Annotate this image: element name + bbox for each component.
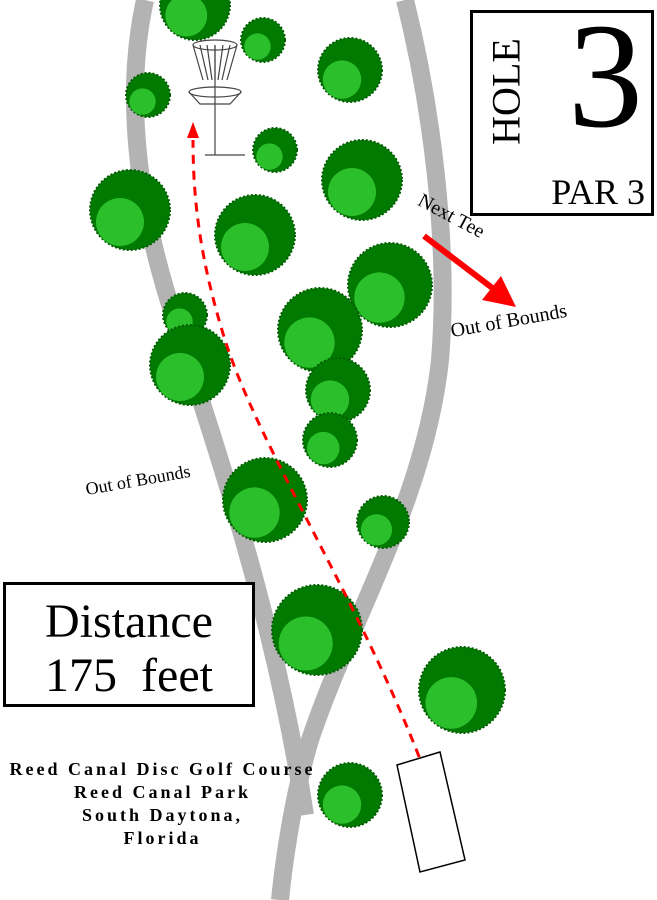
next-tee-arrow bbox=[422, 233, 497, 293]
distance-title: Distance bbox=[45, 595, 213, 648]
tree-icon bbox=[418, 646, 506, 734]
tree-icon bbox=[149, 324, 231, 406]
tree-icon bbox=[356, 495, 410, 549]
tree-icon bbox=[240, 17, 286, 63]
tree-icon bbox=[317, 762, 383, 828]
tree-icon bbox=[347, 242, 433, 328]
distance-value: 175 feet bbox=[45, 649, 213, 702]
tree-icon bbox=[305, 357, 371, 423]
course-name: Reed Canal Disc Golf Course bbox=[9, 759, 316, 779]
city: South Daytona, bbox=[81, 805, 244, 825]
hole-number: 3 bbox=[568, 0, 643, 159]
tree-icon bbox=[277, 287, 363, 373]
hole-info-box: HOLE 3 PAR 3 bbox=[470, 1, 654, 216]
next-tee-arrowhead bbox=[482, 276, 516, 307]
par-label: PAR 3 bbox=[551, 172, 645, 212]
tree-icon bbox=[222, 457, 308, 543]
flight-arrowhead bbox=[187, 122, 199, 138]
tree-icon bbox=[214, 194, 296, 276]
flight-path bbox=[191, 139, 427, 773]
tree-icon bbox=[302, 412, 358, 468]
distance-box: Distance 175 feet bbox=[3, 582, 255, 707]
right-boundary bbox=[271, 0, 452, 900]
tree-icon bbox=[89, 169, 171, 251]
tree-icon bbox=[271, 584, 363, 676]
state: Florida bbox=[123, 828, 202, 848]
tree-icon bbox=[317, 37, 383, 103]
tree-icon bbox=[159, 0, 231, 41]
tree-icon bbox=[252, 127, 298, 173]
tree-icon bbox=[125, 72, 171, 118]
hole-label: HOLE bbox=[483, 38, 529, 145]
course-info: Reed Canal Disc Golf Course Reed Canal P… bbox=[0, 758, 325, 850]
basket-icon bbox=[188, 39, 245, 156]
park-name: Reed Canal Park bbox=[74, 782, 251, 802]
trees bbox=[89, 0, 506, 828]
tee-pad bbox=[396, 751, 466, 873]
tree-icon bbox=[321, 139, 403, 221]
